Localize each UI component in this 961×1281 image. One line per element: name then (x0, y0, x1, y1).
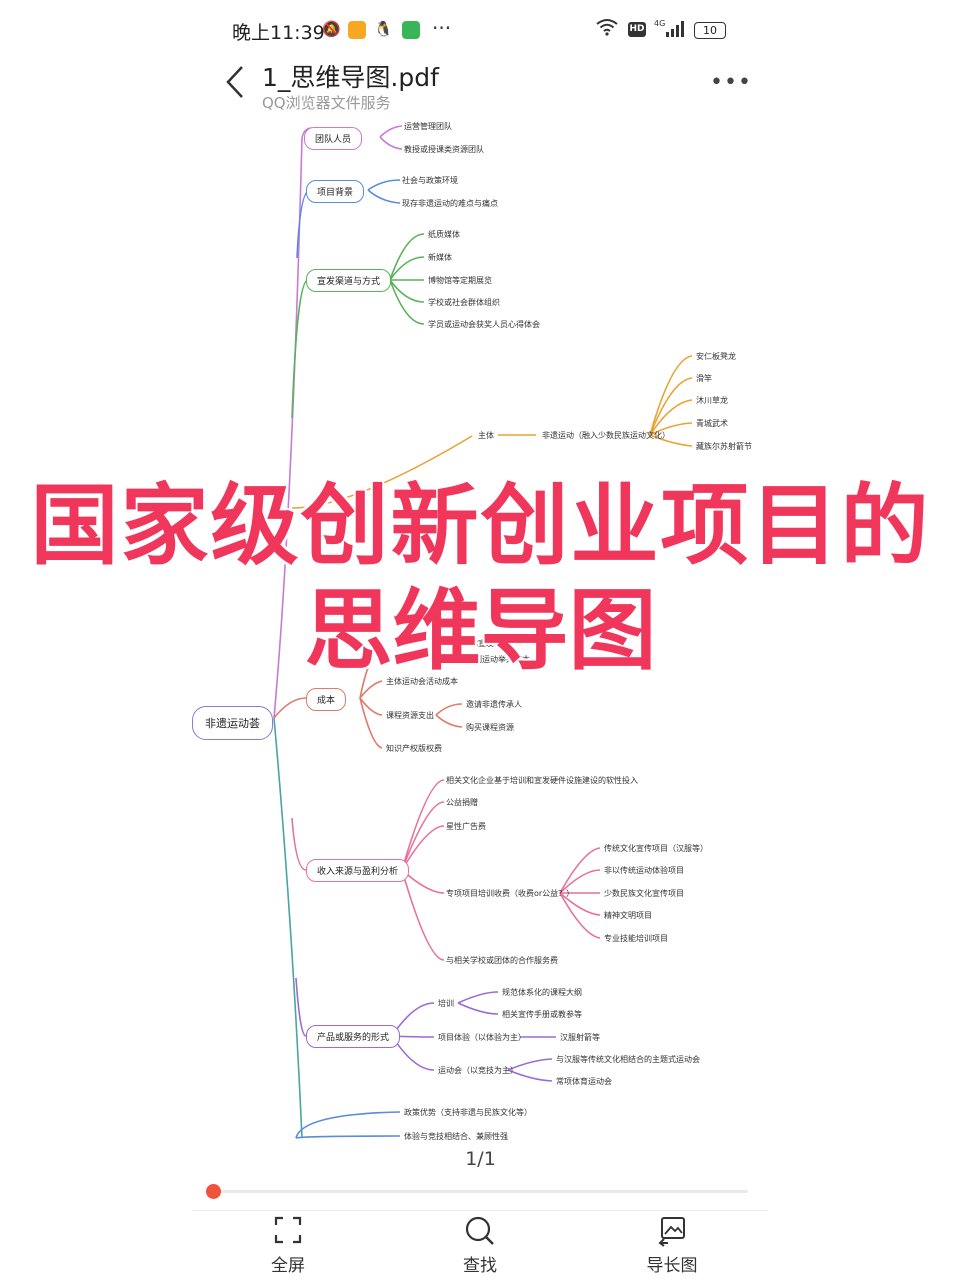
pdf-page[interactable]: 非遗运动荟 团队人员 运营管理团队 教授或授课类资源团队 项目背景 社会与政策环… (192, 118, 768, 1140)
fullscreen-button[interactable]: 全屏 (238, 1215, 338, 1276)
node-rev-sub-5: 专业技能培训项目 (604, 934, 668, 943)
long-image-label: 导长图 (646, 1256, 698, 1276)
node-prod-sub-2: 相关宣传手册或教参等 (502, 1010, 582, 1019)
notes-app-icon (348, 21, 366, 39)
wifi-icon (595, 18, 619, 41)
node-rev-sub-2: 非以传统运动体验项目 (604, 866, 684, 875)
branch-channels: 宣发渠道与方式 (306, 269, 392, 292)
page-indicator: 1/1 (465, 1148, 496, 1170)
node-cost-frag-2: 系列运动举办成本 (466, 655, 530, 664)
file-title: 1_思维导图.pdf (262, 63, 439, 92)
node-bg-2: 现存非遗运动的难点与痛点 (402, 199, 498, 208)
mute-bell-icon: 🔕 (322, 20, 341, 38)
node-prod-sub-4: 与汉服等传统文化相结合的主题式运动会 (556, 1055, 700, 1064)
branch-revenue: 收入来源与盈利分析 (306, 859, 410, 882)
overlay-title-line-2: 思维导图 (304, 579, 657, 682)
search-button[interactable]: 查找 (430, 1215, 530, 1276)
file-subtitle: QQ浏览器文件服务 (262, 94, 391, 112)
node-ch-2: 新媒体 (428, 253, 452, 262)
node-cost-3: 知识产权版权费 (386, 744, 442, 753)
status-time: 晚上11:39 (232, 22, 325, 44)
node-ch-5: 学员或运动会获奖人员心得体会 (428, 320, 540, 329)
signal-icon: 4G (654, 18, 686, 42)
node-team-1: 运营管理团队 (404, 122, 452, 131)
node-prod-sub-5: 常项体育运动会 (556, 1077, 612, 1086)
node-subject: 主体 (478, 431, 494, 440)
node-bg-1: 社会与政策环境 (402, 176, 458, 185)
battery-icon: 10 (694, 22, 726, 39)
node-sub-4: 青城武术 (696, 419, 728, 428)
node-rev-1: 相关文化企业基于培训和宣发硬件设施建设的软性投入 (446, 776, 638, 785)
node-rev-sub-4: 精神文明项目 (604, 911, 652, 920)
mindmap-connectors (273, 125, 693, 1139)
long-image-button[interactable]: 导长图 (622, 1215, 722, 1276)
node-team-2: 教授或授课类资源团队 (404, 145, 484, 154)
node-policy-1: 政策优势（支持非遗与民族文化等） (404, 1108, 532, 1117)
node-ch-3: 博物馆等定期展览 (428, 276, 492, 285)
node-ch-4: 学校或社会群体组织 (428, 298, 500, 307)
overlay-title-line-1: 国家级创新创业项目的 (30, 474, 931, 577)
mindmap-root: 非遗运动荟 (192, 706, 273, 740)
node-sub-1: 安仁板凳龙 (696, 352, 736, 361)
node-prod-sub-3: 汉服射箭等 (560, 1033, 600, 1042)
qq-penguin-icon: 🐧 (374, 20, 393, 38)
branch-product: 产品或服务的形式 (306, 1025, 401, 1048)
node-rev-4: 专项项目培训收费（收费or公益？） (446, 889, 575, 898)
page-slider-track[interactable] (210, 1190, 748, 1193)
status-bar: 晚上11:39 🔕 🐧 ··· HD 4G 10 (0, 0, 961, 60)
fullscreen-label: 全屏 (271, 1256, 305, 1276)
node-prod-sub-1: 规范体系化的课程大纲 (502, 988, 582, 997)
battery-level: 10 (703, 24, 717, 37)
app-green-icon (402, 21, 420, 39)
node-ch-1: 纸质媒体 (428, 230, 460, 239)
branch-background: 项目背景 (306, 180, 365, 203)
page-slider-thumb[interactable] (206, 1184, 221, 1199)
back-chevron-icon[interactable] (224, 64, 246, 109)
search-icon (430, 1215, 530, 1249)
more-notifications-icon: ··· (432, 16, 452, 40)
branch-cost: 成本 (306, 688, 347, 711)
node-prod-2: 项目体验（以体验为主） (438, 1033, 526, 1042)
node-sub-3: 沐川草龙 (696, 396, 728, 405)
node-sub-5: 藏族尔苏射箭节 (696, 442, 752, 451)
node-cost-2: 课程资源支出 (386, 711, 434, 720)
fullscreen-icon (238, 1215, 338, 1249)
node-rev-2: 公益捐赠 (446, 798, 478, 807)
node-cost-sub-2: 购买课程资源 (466, 723, 514, 732)
node-rev-sub-1: 传统文化宣传项目（汉服等） (604, 844, 708, 853)
search-label: 查找 (463, 1256, 497, 1276)
node-prod-3: 运动会（以竞技为主） (438, 1066, 518, 1075)
node-prod-1: 培训 (438, 999, 454, 1008)
node-rev-5: 与相关学校或团体的合作服务费 (446, 956, 558, 965)
node-cost-sub-1: 邀请非遗传承人 (466, 700, 522, 709)
node-cost-1: 主体运动会活动成本 (386, 677, 458, 686)
node-sub-2: 滑竿 (696, 374, 712, 383)
long-image-icon (622, 1215, 722, 1249)
node-subject-main: 非遗运动（融入少数民族运动文化） (542, 431, 670, 440)
hd-icon: HD (628, 22, 646, 37)
bottom-toolbar: 全屏 查找 导长图 (192, 1210, 768, 1281)
node-rev-sub-3: 少数民族文化宣传项目 (604, 889, 684, 898)
node-rev-3: 星性广告费 (446, 822, 486, 831)
more-options-icon[interactable]: ••• (710, 70, 752, 95)
branch-team: 团队人员 (304, 127, 363, 150)
node-policy-2: 体验与竞技相结合、兼顾性强 (404, 1132, 508, 1140)
node-cost-frag-1: 媒体宣发 (462, 639, 494, 648)
svg-text:4G: 4G (654, 19, 665, 28)
